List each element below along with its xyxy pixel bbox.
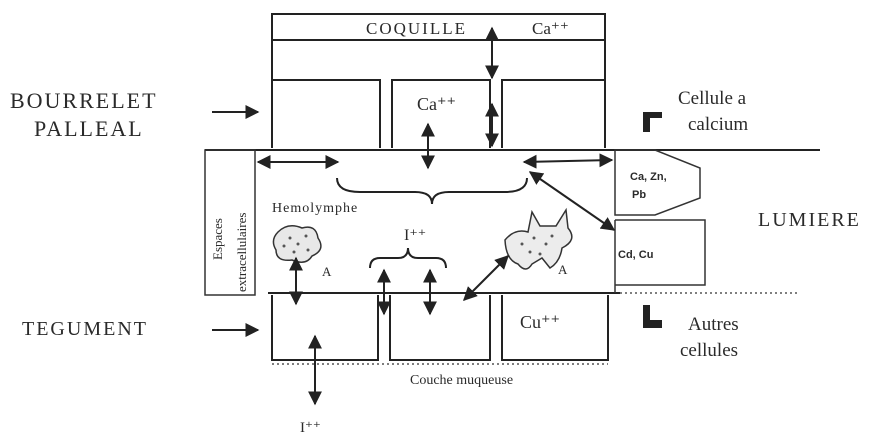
amoebocyte-a-left-label: A (322, 264, 332, 279)
palleal-label: PALLEAL (34, 116, 144, 141)
amoebocyte-right-granules (520, 234, 554, 256)
tegument-cells-bottom (271, 295, 609, 365)
autres-cellules-icon (643, 305, 662, 328)
metals-label-2: Pb (632, 189, 646, 201)
mantle-cells-top (271, 79, 606, 148)
cellule-calcium-icon (643, 112, 662, 132)
cu-cell-ion: Cu⁺⁺ (520, 312, 560, 332)
couche-muqueuse-label: Couche muqueuse (410, 373, 513, 388)
cellule-calcium-label-2: calcium (688, 114, 748, 135)
uptake-brace (369, 247, 447, 269)
autres-label-1: Autres (688, 314, 739, 335)
i-ion-bottom-label: I⁺⁺ (300, 420, 321, 436)
espaces-label: Espaces (210, 218, 225, 260)
amoebocyte-right (504, 207, 573, 270)
cellule-calcium-label-1: Cellule a (678, 88, 747, 109)
extracellulaires-label: extracellulaires (234, 213, 249, 292)
hemolymph-brace (336, 177, 528, 205)
hemolymphe-label: Hemolymphe (272, 201, 358, 216)
cd-cu-label: Cd, Cu (618, 249, 653, 261)
tegument-label: TEGUMENT (22, 318, 148, 340)
cd-cu-box (615, 219, 706, 286)
amoebocyte-a-right-label: A (558, 262, 568, 277)
i-ion-center-label: I⁺⁺ (404, 227, 426, 244)
lumiere-label: LUMIERE (758, 209, 861, 231)
metals-label-1: Ca, Zn, (630, 171, 667, 183)
transport-arrows (256, 26, 616, 406)
coquille-label: COQUILLE (366, 19, 467, 38)
amoebocyte-left-granules (282, 234, 310, 254)
bourrelet-label: BOURRELET (10, 88, 158, 113)
shell-box (271, 13, 606, 82)
autres-label-2: cellules (680, 340, 738, 361)
calcium-cell-ion: Ca⁺⁺ (417, 94, 456, 114)
extracellular-space-box (204, 149, 256, 296)
coquille-ion-label: Ca⁺⁺ (532, 19, 569, 38)
